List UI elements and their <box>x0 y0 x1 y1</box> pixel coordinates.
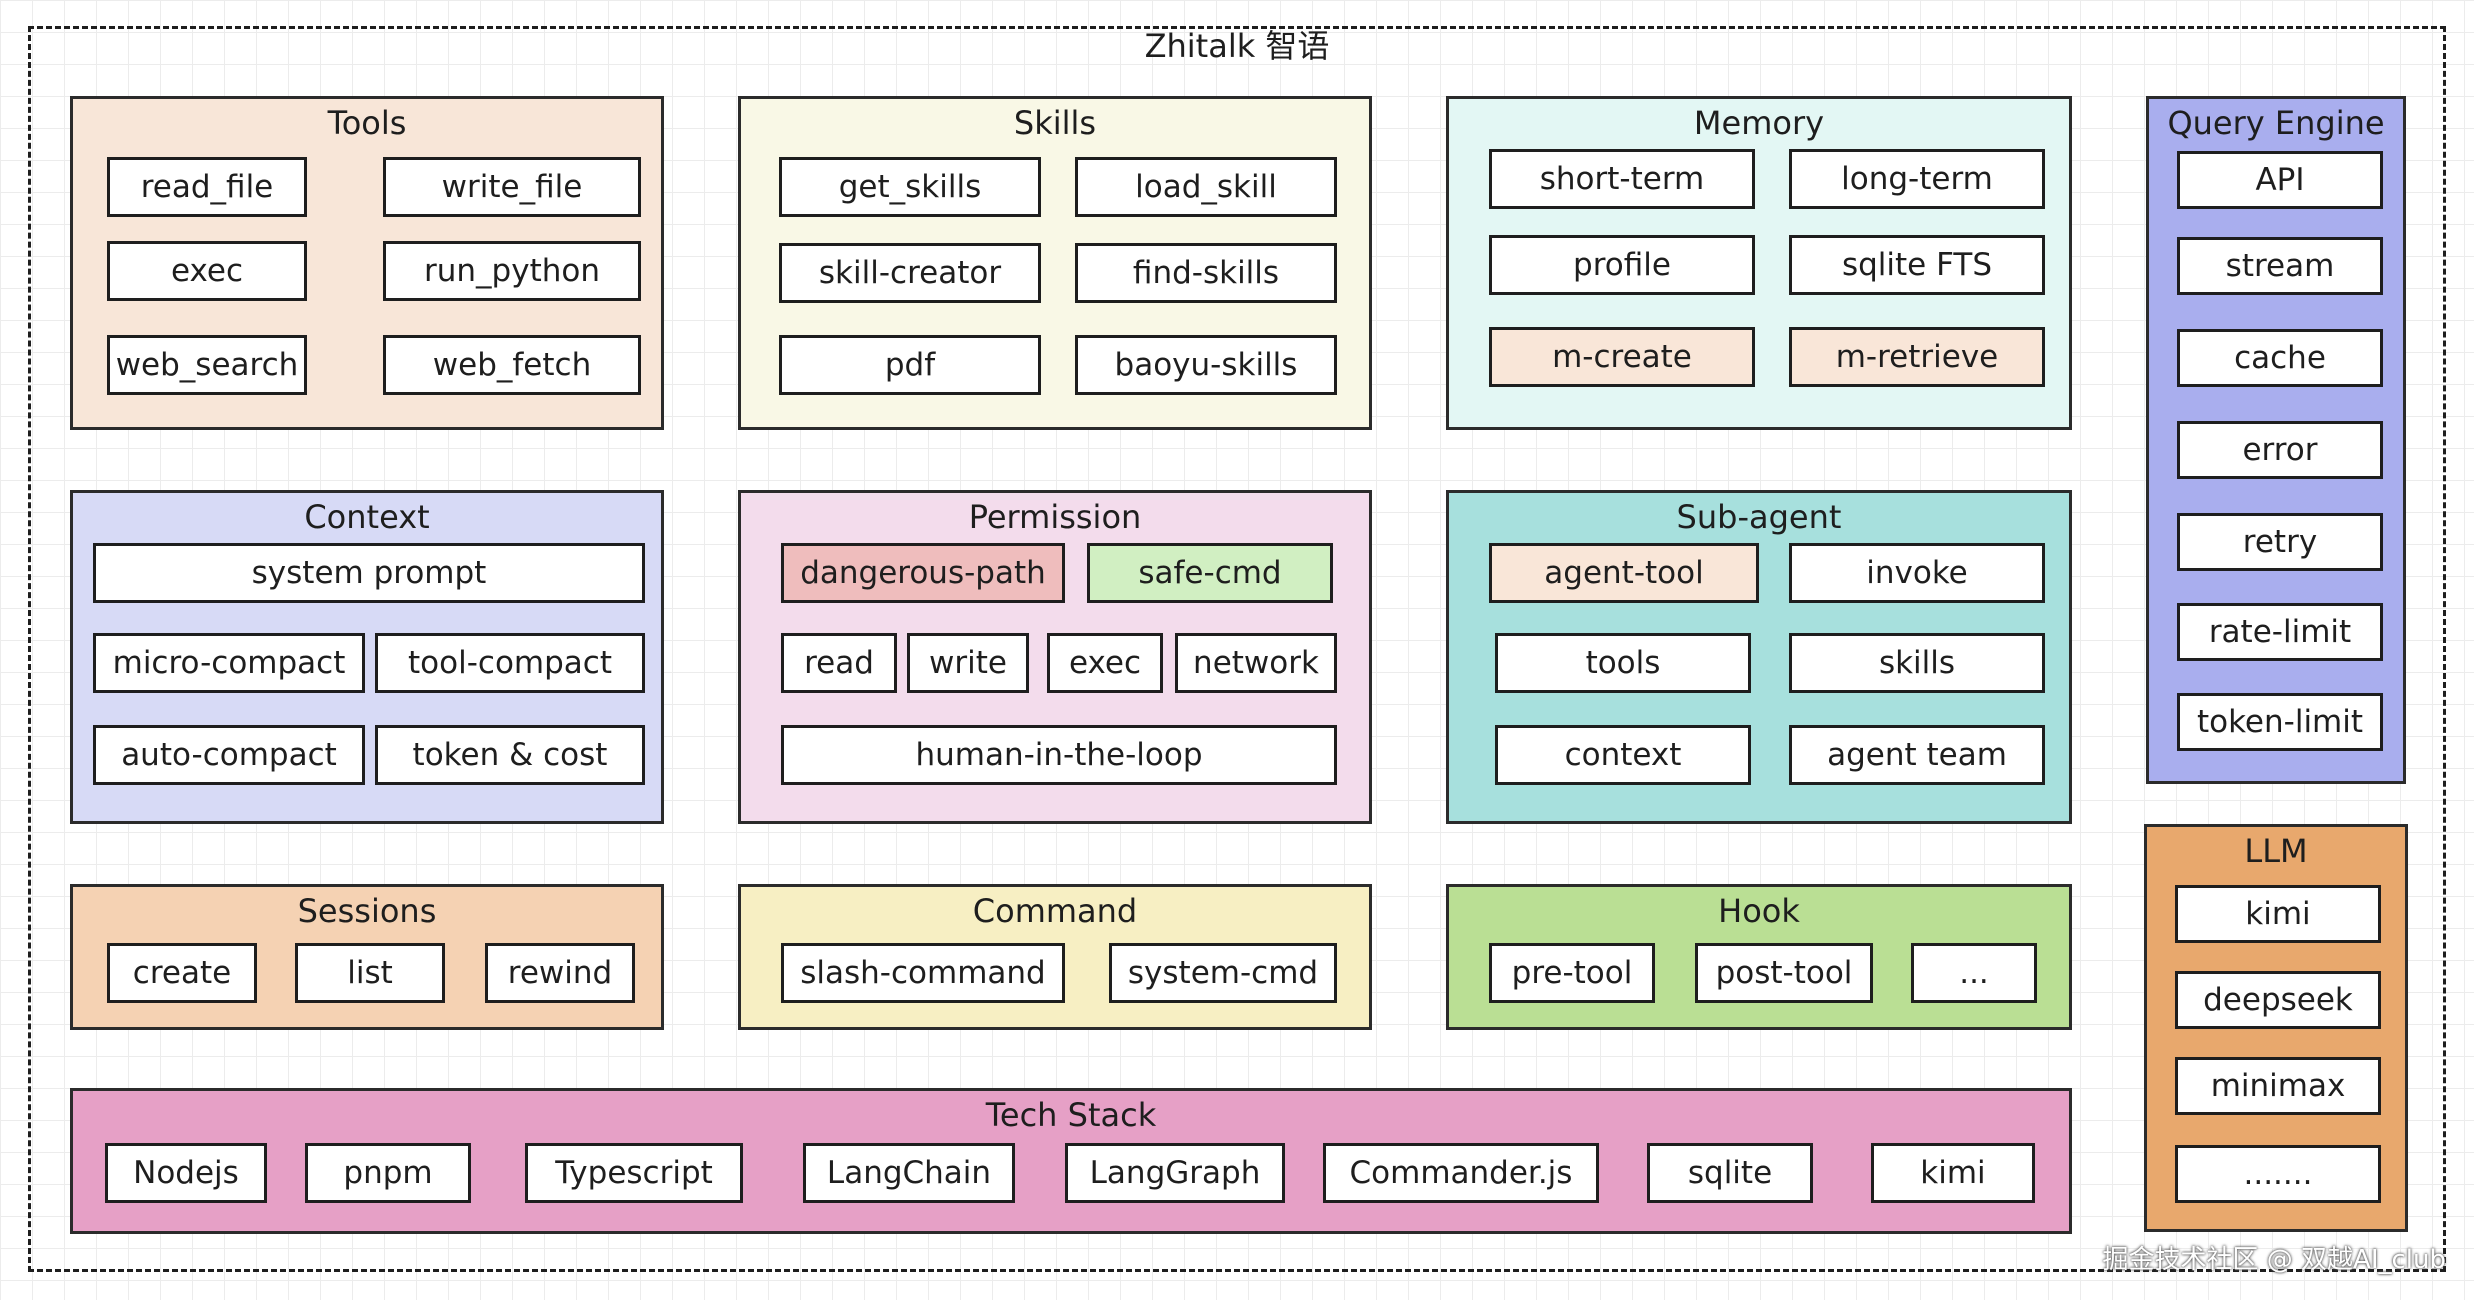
memory-item-sqlite-fts: sqlite FTS <box>1789 235 2045 295</box>
sub-agent-item-skills: skills <box>1789 633 2045 693</box>
permission-title: Permission <box>968 498 1142 536</box>
context-item-micro-compact: micro-compact <box>93 633 365 693</box>
sub-agent-item-context: context <box>1495 725 1751 785</box>
hook-item-pre-tool: pre-tool <box>1489 943 1655 1003</box>
skills-item-load-skill: load_skill <box>1075 157 1337 217</box>
memory-item-short-term: short-term <box>1489 149 1755 209</box>
context-item-system-prompt: system prompt <box>93 543 645 603</box>
skills-item-skill-creator: skill-creator <box>779 243 1041 303</box>
permission-item-read: read <box>781 633 897 693</box>
hook-item-post-tool: post-tool <box>1695 943 1873 1003</box>
command-item-slash-command: slash-command <box>781 943 1065 1003</box>
query-engine-item-rate-limit: rate-limit <box>2177 603 2383 661</box>
tech-stack-item-sqlite: sqlite <box>1647 1143 1813 1203</box>
llm-item-kimi: kimi <box>2175 885 2381 943</box>
sessions-item-list: list <box>295 943 445 1003</box>
context-item-tool-compact: tool-compact <box>375 633 645 693</box>
tech-stack-item-nodejs: Nodejs <box>105 1143 267 1203</box>
permission-item-network: network <box>1175 633 1337 693</box>
permission-item-dangerous-path: dangerous-path <box>781 543 1065 603</box>
command-title: Command <box>972 892 1138 930</box>
diagram-title: Zhitalk 智语 <box>1144 27 1330 65</box>
command-group: Command slash-command system-cmd <box>738 884 1372 1030</box>
context-item-token-and-cost: token & cost <box>375 725 645 785</box>
query-engine-item-api: API <box>2177 151 2383 209</box>
memory-item-long-term: long-term <box>1789 149 2045 209</box>
tech-stack-title: Tech Stack <box>985 1096 1157 1134</box>
query-engine-item-stream: stream <box>2177 237 2383 295</box>
query-engine-item-error: error <box>2177 421 2383 479</box>
sub-agent-item-tools: tools <box>1495 633 1751 693</box>
query-engine-title: Query Engine <box>2167 104 2385 142</box>
context-title: Context <box>304 498 430 536</box>
llm-item-deepseek: deepseek <box>2175 971 2381 1029</box>
hook-group: Hook pre-tool post-tool... <box>1446 884 2072 1030</box>
sessions-item-rewind: rewind <box>485 943 635 1003</box>
permission-item-write: write <box>907 633 1029 693</box>
query-engine-item-cache: cache <box>2177 329 2383 387</box>
skills-group: Skills get_skills load_skill skill-creator f… <box>738 96 1372 430</box>
command-item-system-cmd: system-cmd <box>1109 943 1337 1003</box>
memory-title: Memory <box>1693 104 1825 142</box>
tools-item-web-search: web_search <box>107 335 307 395</box>
hook-title: Hook <box>1718 892 1800 930</box>
tech-stack-item-langgraph: LangGraph <box>1065 1143 1285 1203</box>
sub-agent-group: Sub-agent agent-tool invoke tools skills cont… <box>1446 490 2072 824</box>
tools-title: Tools <box>327 104 407 142</box>
sessions-group: Sessions create list rewind <box>70 884 664 1030</box>
query-engine-item-token-limit: token-limit <box>2177 693 2383 751</box>
llm-group: LLM kimi deepseek minimax....... <box>2144 824 2408 1232</box>
permission-item-human-in-the-loop: human-in-the-loop <box>781 725 1337 785</box>
skills-item-pdf: pdf <box>779 335 1041 395</box>
context-item-auto-compact: auto-compact <box>93 725 365 785</box>
tech-stack-item-langchain: LangChain <box>803 1143 1015 1203</box>
tech-stack-item-pnpm: pnpm <box>305 1143 471 1203</box>
memory-item-m-create: m-create <box>1489 327 1755 387</box>
skills-item-baoyu-skills: baoyu-skills <box>1075 335 1337 395</box>
memory-item-profile: profile <box>1489 235 1755 295</box>
tools-item-web-fetch: web_fetch <box>383 335 641 395</box>
skills-title: Skills <box>1013 104 1097 142</box>
sub-agent-item-invoke: invoke <box>1789 543 2045 603</box>
watermark: 掘金技术社区 @ 双越AI_club <box>2102 1245 2447 1275</box>
llm-item-more: ....... <box>2175 1145 2381 1203</box>
memory-group: Memory short-term long-term profile sqlite F… <box>1446 96 2072 430</box>
sub-agent-title: Sub-agent <box>1676 498 1842 536</box>
permission-item-exec: exec <box>1047 633 1163 693</box>
tech-stack-item-typescript: Typescript <box>525 1143 743 1203</box>
sub-agent-item-agent-team: agent team <box>1789 725 2045 785</box>
tools-item-run-python: run_python <box>383 241 641 301</box>
skills-item-get-skills: get_skills <box>779 157 1041 217</box>
query-engine-item-retry: retry <box>2177 513 2383 571</box>
tools-item-write-file: write_file <box>383 157 641 217</box>
skills-item-find-skills: find-skills <box>1075 243 1337 303</box>
llm-item-minimax: minimax <box>2175 1057 2381 1115</box>
tools-item-read-file: read_file <box>107 157 307 217</box>
sessions-item-create: create <box>107 943 257 1003</box>
sessions-title: Sessions <box>297 892 437 930</box>
memory-item-m-retrieve: m-retrieve <box>1789 327 2045 387</box>
zhitalk-frame <box>28 26 2446 1272</box>
tools-item-exec: exec <box>107 241 307 301</box>
permission-item-safe-cmd: safe-cmd <box>1087 543 1333 603</box>
llm-title: LLM <box>2244 832 2308 870</box>
sub-agent-item-agent-tool: agent-tool <box>1489 543 1759 603</box>
tech-stack-item-commander-js: Commander.js <box>1323 1143 1599 1203</box>
tech-stack-item-kimi: kimi <box>1871 1143 2035 1203</box>
hook-item-more: ... <box>1911 943 2037 1003</box>
